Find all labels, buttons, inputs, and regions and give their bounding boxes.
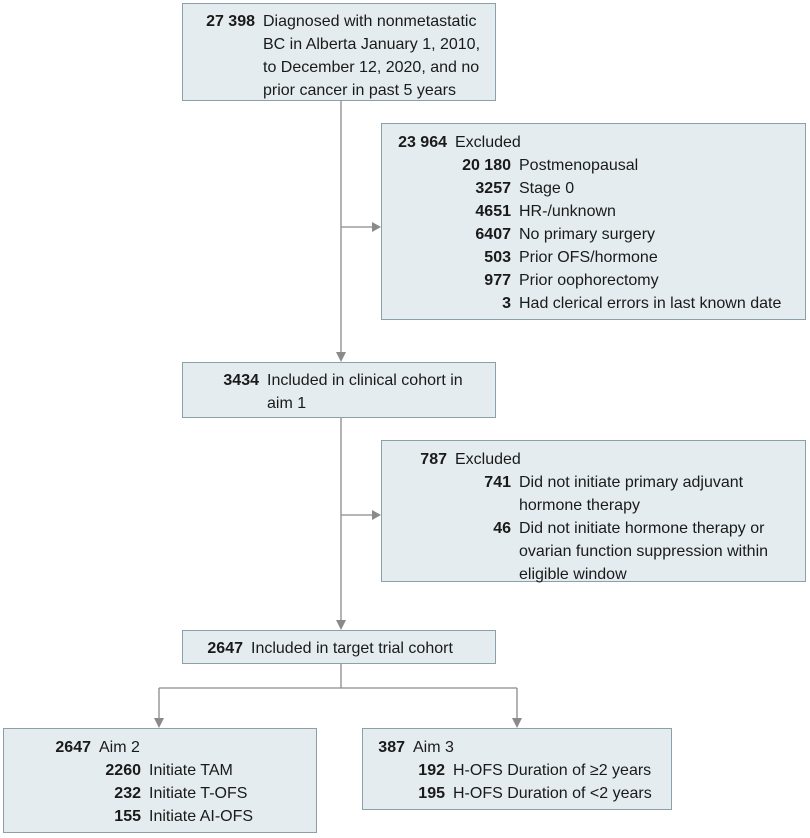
arrowhead-to-target — [336, 620, 346, 630]
target-trial-box: 2647 Included in target trial cohort — [182, 630, 496, 664]
aim2-item-count: 2260 — [105, 762, 141, 779]
aim2-count: 2647 — [55, 739, 91, 756]
excluded-1-item-count: 3257 — [475, 180, 511, 197]
excluded-1-count: 23 964 — [398, 134, 447, 151]
aim2-item-label: Initiate TAM — [149, 762, 233, 779]
target-trial-text: Included in target trial cohort — [251, 640, 453, 657]
arrowhead-to-excluded-2 — [372, 510, 381, 520]
excluded-1-item-label: Stage 0 — [519, 180, 575, 197]
arrowhead-to-clinical — [336, 352, 346, 362]
aim2-item-count: 232 — [114, 785, 141, 802]
excluded-1-item-label: Postmenopausal — [519, 157, 639, 174]
aim3-item-label: H-OFS Duration of <2 years — [453, 785, 652, 802]
excluded-1-item-label: Had clerical errors in last known date — [519, 295, 782, 312]
excluded-1-item-count: 20 180 — [462, 157, 511, 174]
excluded-2-item-count: 46 — [493, 520, 511, 537]
clinical-cohort-text: Included in clinical cohort in aim 1 — [267, 372, 463, 412]
diagnosed-count: 27 398 — [206, 13, 255, 30]
excluded-2-label: Excluded — [455, 451, 521, 468]
target-trial-count: 2647 — [207, 640, 243, 657]
excluded-box-2: 787 Excluded 741 Did not initiate primary… — [381, 440, 806, 583]
excluded-2-item-label: Did not initiate hormone therapy or ovar… — [519, 520, 769, 583]
excluded-1-item-label: Prior oophorectomy — [519, 272, 659, 289]
excluded-1-item-count: 6407 — [475, 226, 511, 243]
excluded-1-item-label: No primary surgery — [519, 226, 656, 243]
aim3-item-count: 195 — [418, 785, 445, 802]
aim3-item-label: H-OFS Duration of ≥2 years — [453, 762, 652, 779]
excluded-1-item-count: 3 — [502, 295, 511, 312]
excluded-1-item-label: HR-/unknown — [519, 203, 616, 220]
diagnosed-box: 27 398 Diagnosed with nonmetastatic BC i… — [182, 3, 496, 101]
aim2-item-label: Initiate T-OFS — [149, 785, 248, 802]
excluded-2-item-label: Did not initiate primary adjuvant hormon… — [519, 474, 744, 514]
excluded-1-item-count: 503 — [484, 249, 511, 266]
aim3-item-count: 192 — [418, 762, 445, 779]
diagnosed-text: Diagnosed with nonmetastatic BC in Alber… — [263, 13, 481, 99]
arrowhead-to-aim3 — [512, 718, 522, 728]
clinical-cohort-count: 3434 — [223, 372, 259, 389]
excluded-1-item-label: Prior OFS/hormone — [519, 249, 658, 266]
aim3-label: Aim 3 — [413, 739, 454, 756]
aim2-item-count: 155 — [114, 808, 141, 825]
clinical-cohort-box: 3434 Included in clinical cohort in aim … — [182, 362, 496, 418]
excluded-box-1: 23 964 Excluded 20 180 Postmenopausal 325… — [381, 123, 806, 320]
arrowhead-to-excluded-1 — [372, 222, 381, 232]
aim2-item-label: Initiate AI-OFS — [149, 808, 254, 825]
excluded-1-item-count: 4651 — [475, 203, 511, 220]
excluded-2-count: 787 — [420, 451, 447, 468]
excluded-1-label: Excluded — [455, 134, 521, 151]
excluded-1-item-count: 977 — [484, 272, 511, 289]
aim2-label: Aim 2 — [99, 739, 140, 756]
arrowhead-to-aim2 — [154, 718, 164, 728]
aim3-count: 387 — [378, 739, 405, 756]
excluded-2-item-count: 741 — [484, 474, 511, 491]
